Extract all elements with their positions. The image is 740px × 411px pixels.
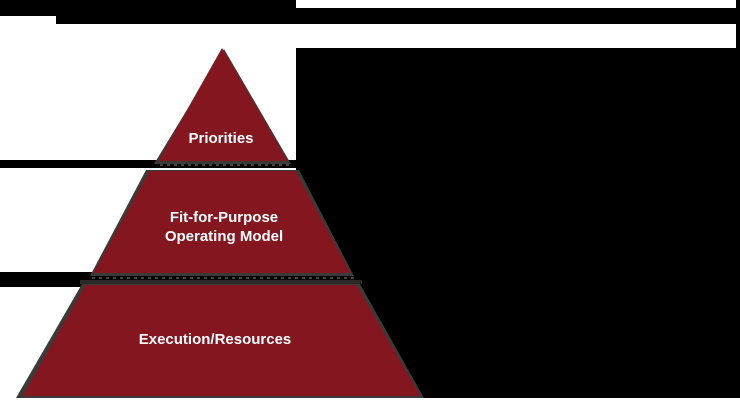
tier-bottom-shape — [22, 285, 420, 396]
tier-bottom-label-text: Execution/Resources — [138, 331, 292, 348]
background-white-top-strip — [296, 0, 736, 8]
background-white-left-top — [0, 16, 56, 24]
tier-bottom-label: Execution/Resources — [139, 330, 292, 349]
separator-middle-band — [80, 280, 362, 284]
background-white-bottom — [0, 398, 740, 411]
tier-middle-shape — [93, 171, 350, 273]
tier-middle-label-line1: Fit-for-Purpose — [169, 209, 279, 226]
tier-top-label-text: Priorities — [188, 130, 254, 147]
tier-top-label: Priorities — [188, 129, 253, 148]
background-white-band — [0, 24, 736, 48]
tier-top-shape — [158, 48, 287, 161]
tier-middle-label: Fit-for-Purpose Operating Model — [165, 208, 283, 246]
background-black-right-edge — [736, 3, 740, 398]
tier-middle-label-line2: Operating Model — [164, 228, 284, 245]
